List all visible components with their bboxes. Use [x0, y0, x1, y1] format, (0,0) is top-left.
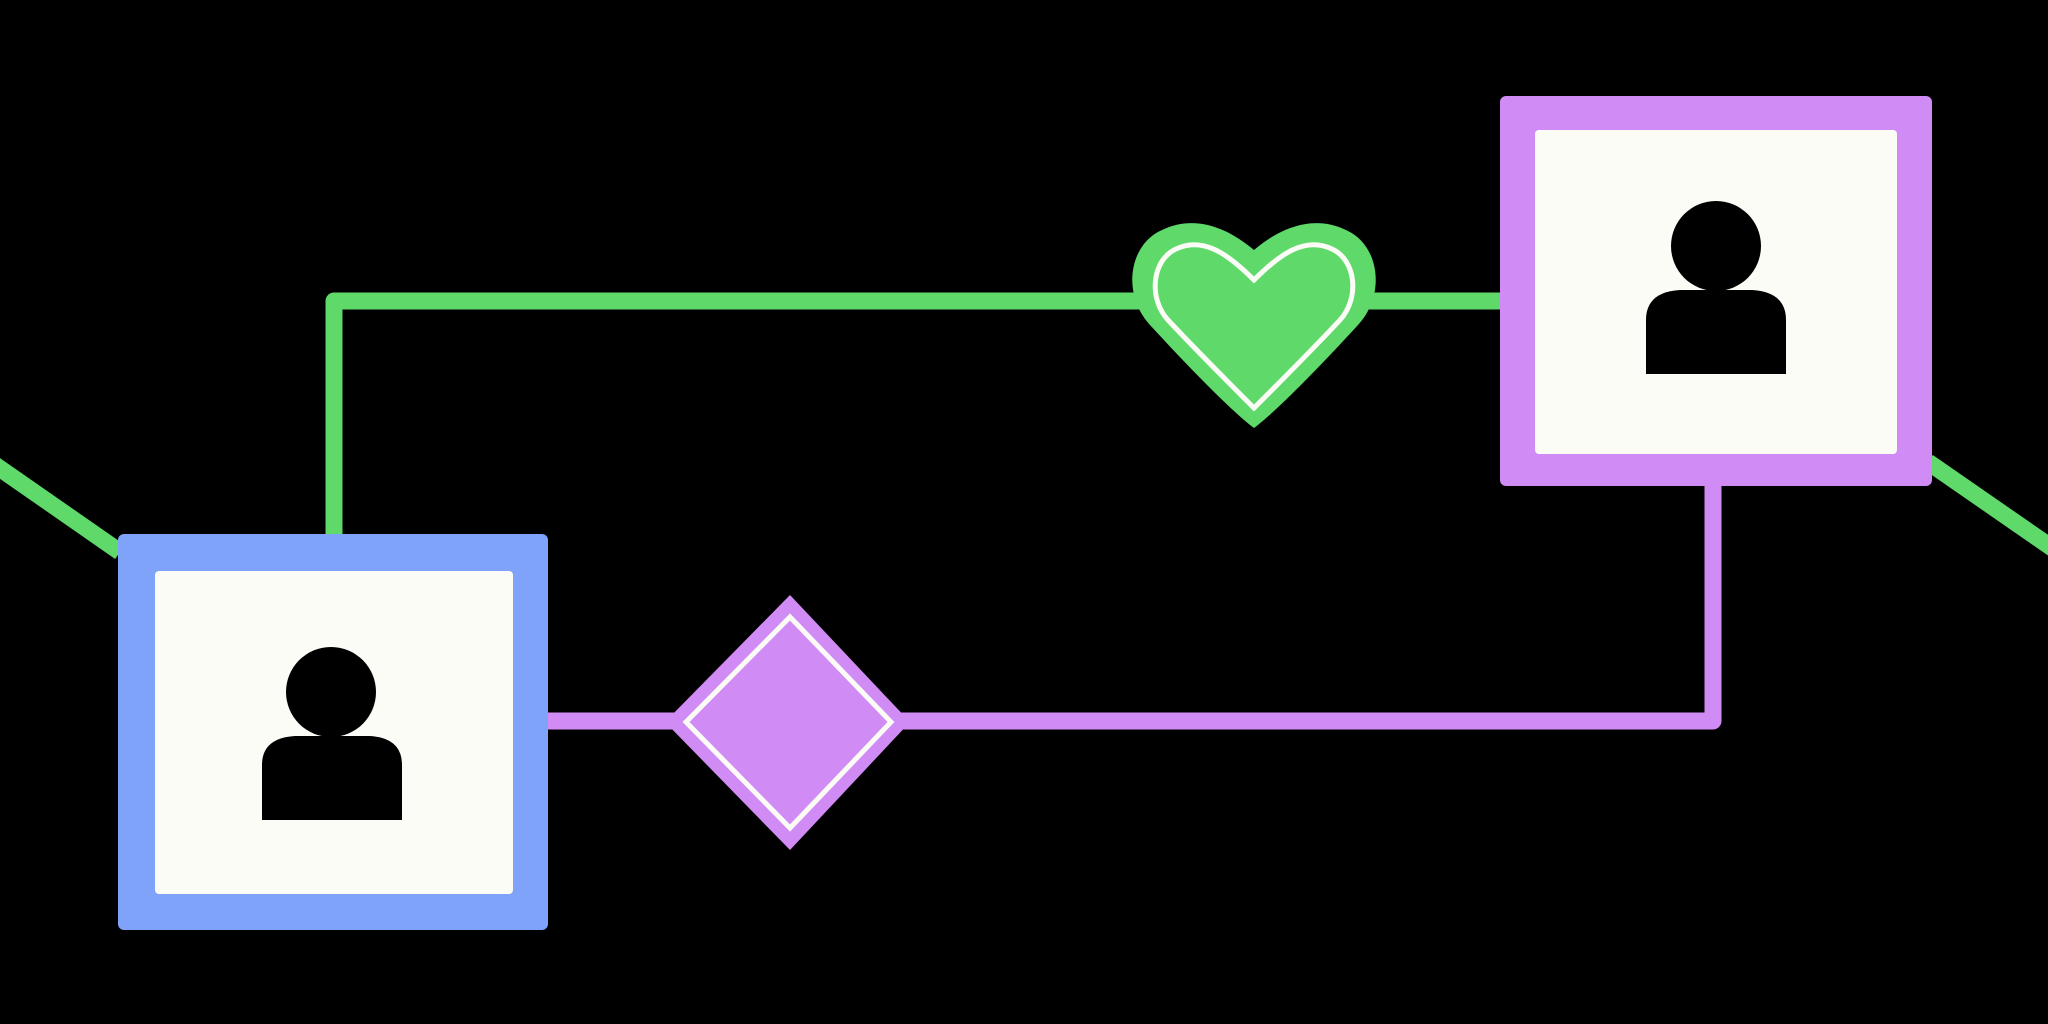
green-tail-right-line — [1923, 455, 2048, 556]
green-connector-line — [325, 292, 1500, 536]
green-tail-left-line — [0, 458, 125, 559]
person-node-right[interactable] — [1500, 96, 1932, 486]
person-icon — [1646, 201, 1786, 374]
heart-connector[interactable] — [1132, 223, 1376, 428]
person-icon — [262, 647, 402, 820]
heart-icon — [1132, 223, 1376, 428]
person-node-left[interactable] — [118, 534, 548, 930]
diamond-inner-outline — [682, 613, 895, 832]
diamond-icon — [665, 595, 910, 850]
diamond-connector[interactable] — [665, 595, 910, 850]
heart-inner-outline — [1152, 242, 1356, 412]
purple-connector-line — [545, 485, 1722, 730]
